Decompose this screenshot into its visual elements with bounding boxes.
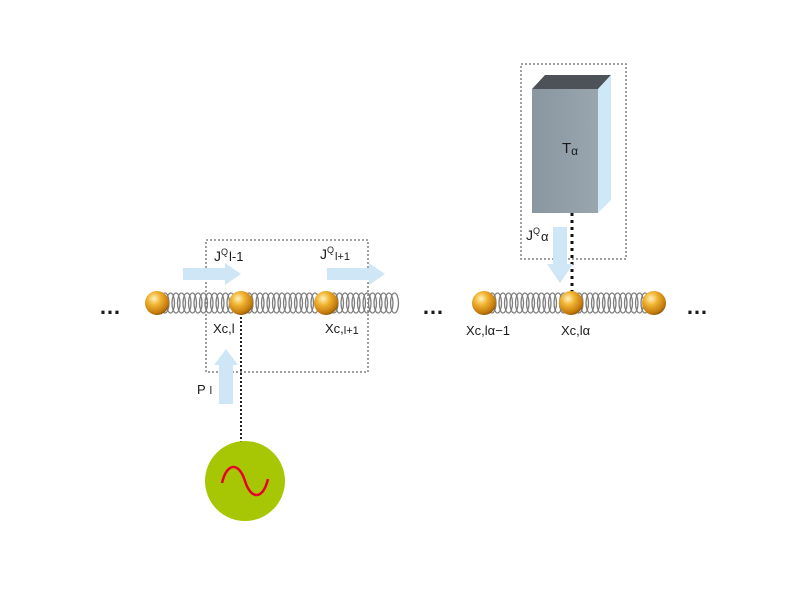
heat-current-label-right: JQl+1 [320, 245, 350, 263]
spring-icon [329, 292, 400, 314]
arrow-icon [183, 263, 241, 285]
spring-icon [574, 292, 650, 314]
arrow-icon [547, 227, 573, 283]
ellipsis-left: … [99, 294, 124, 319]
bead-icon [472, 291, 496, 315]
bead-icon [145, 291, 169, 315]
beads [145, 291, 666, 315]
bead-icon [314, 291, 338, 315]
position-label-l-alpha: Xc,lα [561, 323, 591, 338]
spring-icon [487, 292, 569, 314]
heat-current-label-reservoir: JQα [526, 226, 549, 244]
ellipsis-middle: … [422, 294, 447, 319]
reservoir-label: Tα [562, 140, 578, 158]
sine-wave-icon [220, 465, 270, 497]
spring-icon [244, 292, 320, 314]
ac-source [205, 441, 285, 521]
position-label-l-alpha-minus-1: Xc,lα−1 [466, 323, 510, 338]
reservoir-boundary [520, 63, 627, 260]
ellipsis-right: … [686, 294, 711, 319]
position-label-l-plus-1: Xc,l+1 [325, 321, 359, 337]
spring-icon [160, 292, 236, 314]
position-label-l: Xc,l [213, 321, 235, 336]
bead-icon [229, 291, 253, 315]
thermal-reservoir: Tα [532, 75, 611, 213]
bead-icon [559, 291, 583, 315]
left-system-boundary [205, 239, 369, 373]
heat-current-label-left: JQl-1 [214, 247, 243, 264]
bead-icon [642, 291, 666, 315]
arrow-icon [214, 349, 238, 404]
arrow-icon [327, 263, 385, 285]
